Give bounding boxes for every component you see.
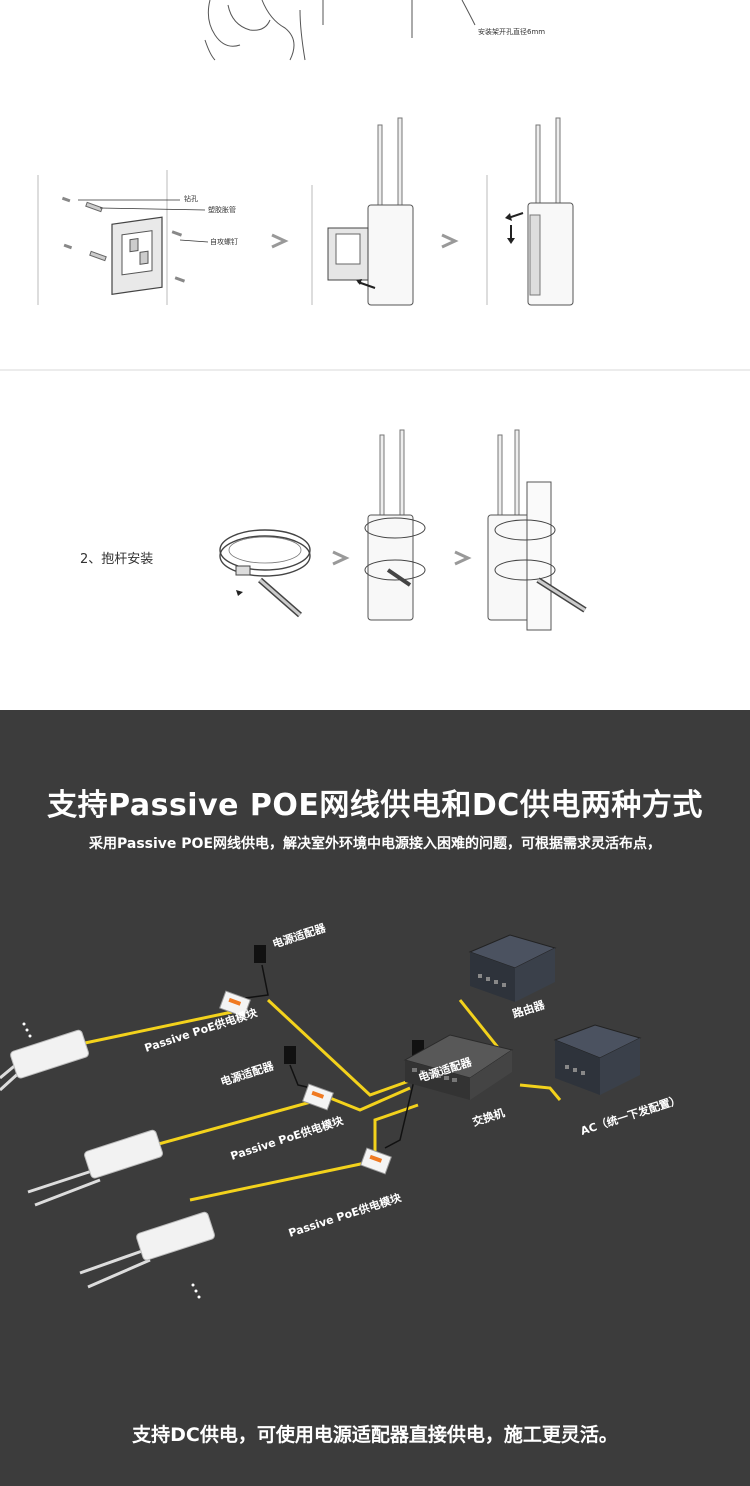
step-arrow <box>454 550 472 566</box>
screw-label: 自攻螺钉 <box>210 238 238 246</box>
router-device <box>468 934 557 1002</box>
poe-module-label-1: Passive PoE供电模块 <box>143 1005 260 1055</box>
ap-on-pole <box>487 429 587 631</box>
anchor-label: 塑胶胀管 <box>208 206 236 214</box>
power-adapter-label-1: 电源适配器 <box>271 920 329 951</box>
poe-network-diagram: 电源适配器 Passive PoE供电模块 电源适配器 Passive PoE供… <box>0 920 683 1299</box>
section-divider <box>0 369 750 371</box>
installation-section: 安装架开孔直径6mm 钻孔 塑胶胀管 自攻螺钉 <box>0 0 750 710</box>
hands-sketch <box>204 0 476 61</box>
more-devices-dots <box>22 1022 201 1299</box>
power-adapter-2 <box>284 1046 296 1064</box>
ap-with-clamp <box>364 429 426 621</box>
switch-label: 交换机 <box>471 1105 507 1129</box>
poe-section <box>0 710 750 1486</box>
pole-mount-step-label: 2、抱杆安装 <box>80 552 154 567</box>
wall-mount-illustration <box>37 0 574 306</box>
network-cables <box>84 998 562 1202</box>
poe-module-3 <box>360 1147 392 1175</box>
poe-module-label-3: Passive PoE供电模块 <box>287 1190 404 1240</box>
poe-module-1 <box>219 990 251 1018</box>
dc-power-footer: 支持DC供电，可使用电源适配器直接供电，施工更灵活。 <box>132 1424 618 1446</box>
ap-with-bracket <box>327 117 414 306</box>
ac-label: AC（统一下发配置） <box>579 1092 683 1138</box>
mount-bracket <box>111 216 163 295</box>
power-adapter-label-2: 电源适配器 <box>219 1058 277 1089</box>
step-arrow <box>441 233 459 249</box>
poe-headline: 支持Passive POE网线供电和DC供电两种方式 <box>47 788 703 823</box>
hose-clamp <box>219 529 311 618</box>
poe-subline: 采用Passive POE网线供电，解决室外环境中电源接入困难的问题，可根据需求… <box>88 836 661 852</box>
drill-label: 钻孔 <box>184 195 198 203</box>
mount-hole-caption: 安装架开孔直径6mm <box>478 28 546 36</box>
ap-mounted <box>505 117 574 306</box>
switch-device <box>403 1034 514 1100</box>
access-point-2 <box>27 1129 163 1207</box>
step-arrow <box>271 233 289 249</box>
poe-module-2 <box>302 1083 334 1111</box>
access-point-1 <box>0 1029 89 1092</box>
step-arrow <box>332 550 350 566</box>
access-point-3 <box>79 1211 215 1289</box>
screws <box>61 196 186 283</box>
pole-mount-illustration <box>219 429 587 631</box>
ac-controller-device <box>553 1024 642 1095</box>
power-adapter-1 <box>254 945 266 963</box>
